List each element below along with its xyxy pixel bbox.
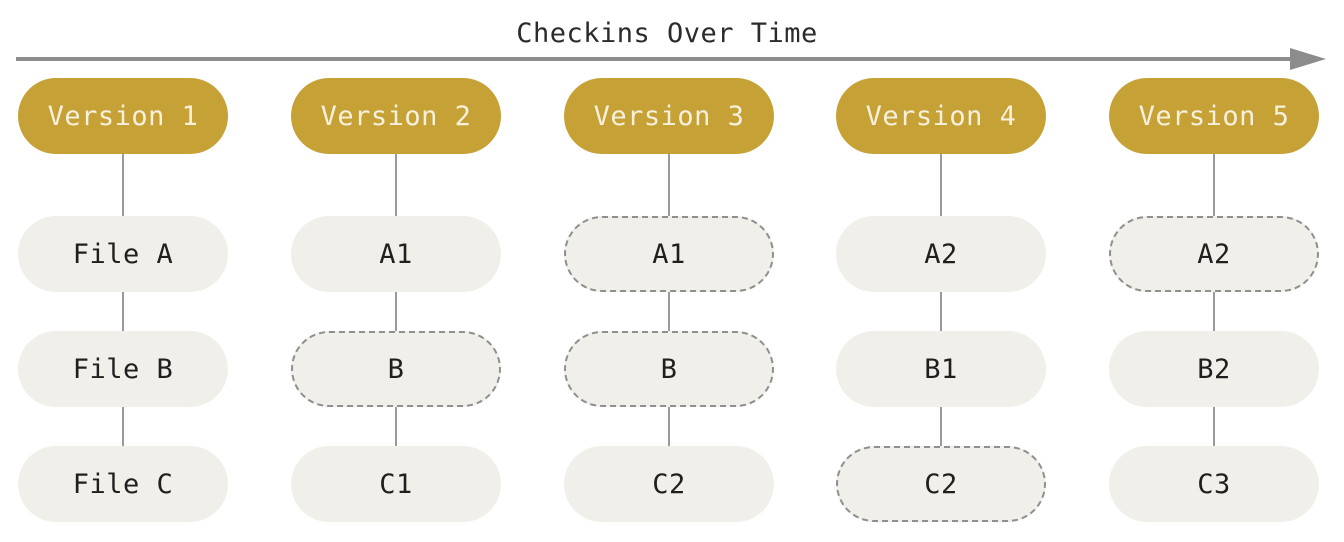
timeline-title: Checkins Over Time	[516, 18, 818, 49]
file-node: B1	[836, 331, 1046, 407]
version-connector-line	[668, 154, 670, 484]
version-column-1: Version 1 File A File B File C	[18, 78, 228, 524]
file-node: File B	[18, 331, 228, 407]
file-node: File C	[18, 446, 228, 522]
version-column-2: Version 2 A1 B C1	[291, 78, 501, 524]
unchanged-file-link: B	[564, 331, 774, 407]
version-connector-line	[395, 154, 397, 484]
file-node: B2	[1109, 331, 1319, 407]
version-connector-line	[122, 154, 124, 484]
file-node: C2	[564, 446, 774, 522]
unchanged-file-link: B	[291, 331, 501, 407]
version-connector-line	[1213, 154, 1215, 484]
unchanged-file-link: A2	[1109, 216, 1319, 292]
file-node: C3	[1109, 446, 1319, 522]
version-label: Version 1	[18, 78, 228, 154]
version-label: Version 2	[291, 78, 501, 154]
timeline-arrow-head	[1290, 48, 1326, 70]
file-node: A2	[836, 216, 1046, 292]
version-label: Version 4	[836, 78, 1046, 154]
version-column-4: Version 4 A2 B1 C2	[836, 78, 1046, 524]
timeline-arrow-shaft	[16, 57, 1298, 61]
version-column-3: Version 3 A1 B C2	[564, 78, 774, 524]
file-node: C1	[291, 446, 501, 522]
unchanged-file-link: A1	[564, 216, 774, 292]
version-connector-line	[940, 154, 942, 484]
version-label: Version 3	[564, 78, 774, 154]
unchanged-file-link: C2	[836, 446, 1046, 522]
file-node: File A	[18, 216, 228, 292]
version-label: Version 5	[1109, 78, 1319, 154]
version-column-5: Version 5 A2 B2 C3	[1109, 78, 1319, 524]
file-node: A1	[291, 216, 501, 292]
